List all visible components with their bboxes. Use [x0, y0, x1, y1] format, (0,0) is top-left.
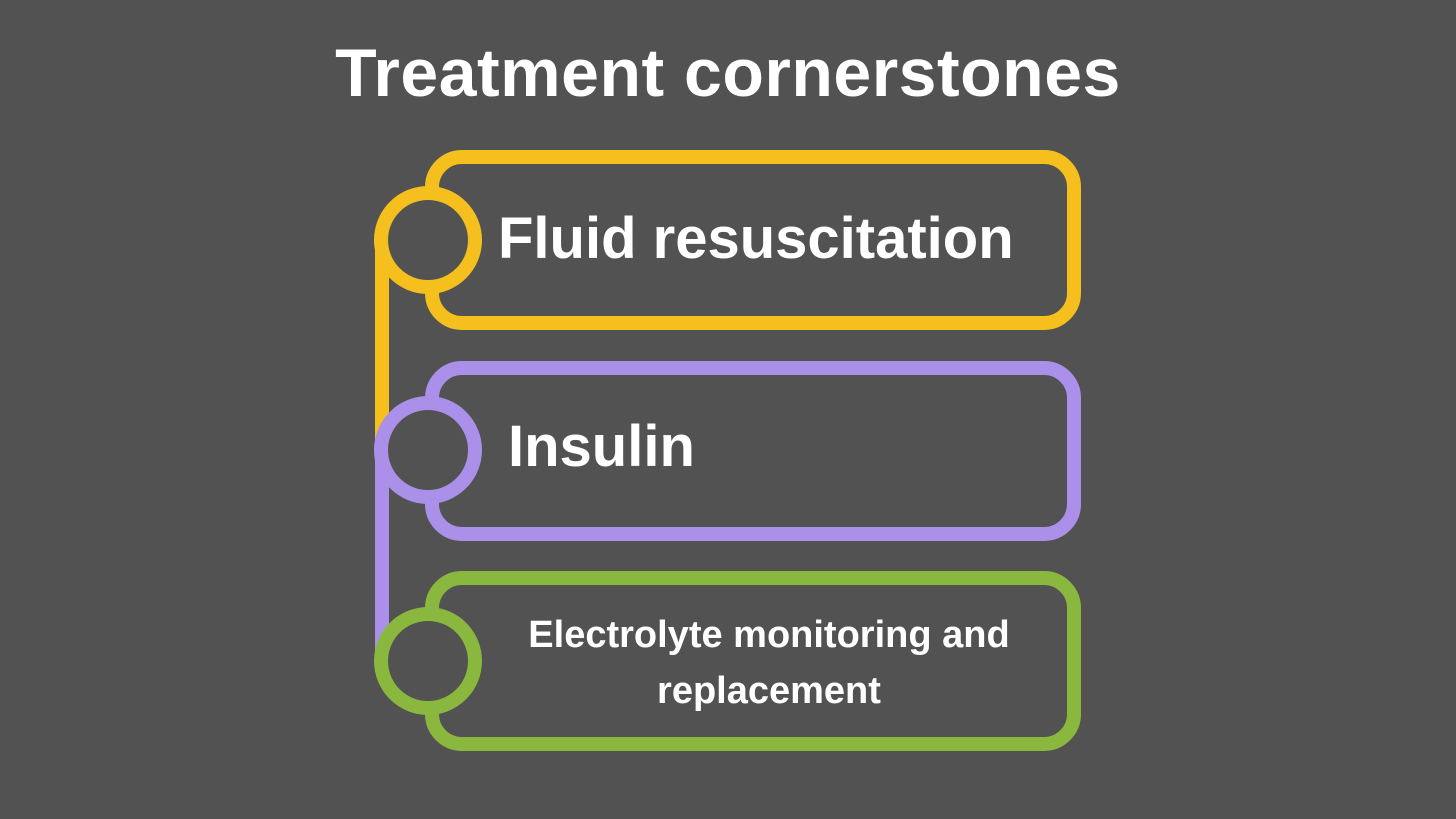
item-1-label: Fluid resuscitation [498, 205, 1014, 271]
item-2-circle-icon [374, 396, 482, 504]
item-1-shape [374, 150, 1081, 440]
page-title: Treatment cornerstones [335, 35, 1121, 111]
item-3-shape [374, 571, 1081, 751]
item-3-circle-icon [374, 607, 482, 715]
item-2-label: Insulin [508, 413, 695, 479]
item-3-label: Electrolyte monitoring and replacement [528, 614, 1010, 712]
item-2-shape [374, 361, 1081, 650]
item-1-circle-icon [374, 186, 482, 294]
